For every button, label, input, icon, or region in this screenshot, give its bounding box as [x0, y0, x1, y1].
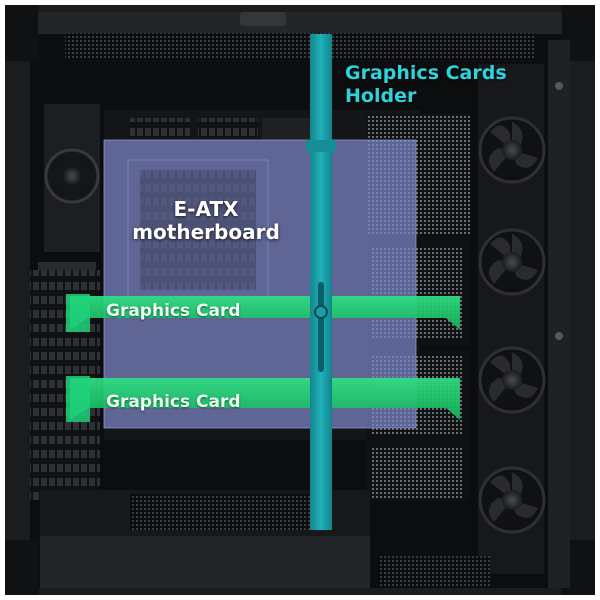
graphics-card-overlay-2 [66, 376, 460, 422]
holder-label-line-2: Holder [345, 85, 417, 107]
case-fan-icon [478, 116, 546, 534]
graphics-card-label-1: Graphics Card [106, 301, 241, 321]
graphics-card-label-2: Graphics Card [106, 392, 241, 412]
graphics-cards-holder [306, 34, 336, 530]
holder-label-line-1: Graphics Cards [345, 62, 507, 84]
holder-screw-icon [314, 305, 328, 319]
top-frame [38, 12, 562, 34]
graphics-cards-holder-label: Graphics Cards Holder [345, 62, 507, 108]
graphics-card-overlay-1 [66, 294, 460, 332]
motherboard-label-line-2: motherboard [132, 220, 280, 244]
motherboard-label-line-1: E-ATX [173, 197, 239, 221]
top-mesh [65, 33, 535, 59]
motherboard-label: E-ATX motherboard [120, 198, 292, 244]
rear-fan-icon [44, 148, 100, 204]
